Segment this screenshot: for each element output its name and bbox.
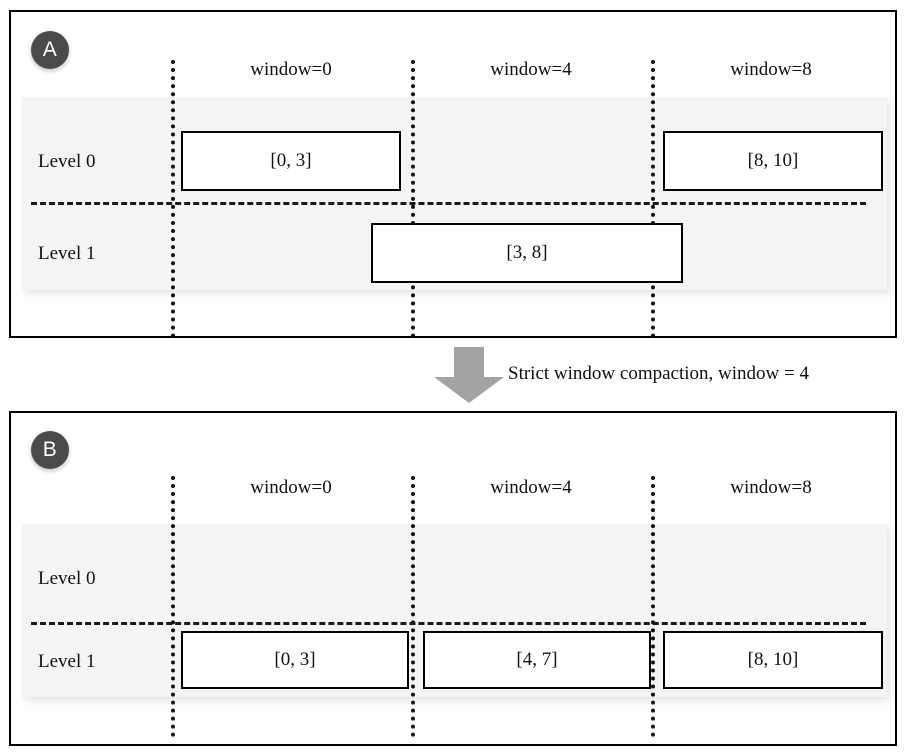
window-separator-0	[171, 476, 175, 737]
panel-b-badge: B	[31, 431, 69, 469]
panel-a-window-header-1: window=4	[490, 59, 572, 80]
panel-a-window-header-0: window=0	[250, 59, 332, 80]
panel-b-window-header-1: window=4	[490, 477, 572, 498]
transition-row: Strict window compaction, window = 4	[0, 338, 906, 411]
window-separator-2	[651, 476, 655, 737]
panel-a-window-header-2: window=8	[730, 59, 812, 80]
panel-a-interval-box-level1-span: [3, 8]	[371, 223, 683, 283]
panel-b-interval-box-level1-win8: [8, 10]	[663, 631, 883, 689]
panel-a-interval-box-level0-win0: [0, 3]	[181, 131, 401, 191]
panel-b-window-header-2: window=8	[730, 477, 812, 498]
panel-a-interval-box-level0-win8: [8, 10]	[663, 131, 883, 191]
window-separator-2	[651, 60, 655, 338]
panel-b-level-divider	[31, 622, 866, 625]
panel-a-level-divider	[31, 202, 866, 205]
panel-b-level-label-0: Level 0	[38, 568, 96, 589]
down-arrow-icon	[434, 347, 504, 403]
window-separator-0	[171, 60, 175, 338]
window-separator-1	[411, 476, 415, 737]
panel-a-level-label-1: Level 1	[38, 243, 96, 264]
panel-a-level-label-0: Level 0	[38, 151, 96, 172]
panel-b-window-header-0: window=0	[250, 477, 332, 498]
panel-b: B window=0 window=4 window=8 Level 0 Lev…	[9, 411, 897, 746]
panel-a-badge: A	[31, 31, 69, 69]
window-separator-1	[411, 60, 415, 338]
panel-b-interval-box-level1-win4: [4, 7]	[423, 631, 651, 689]
panel-b-level-label-1: Level 1	[38, 651, 96, 672]
panel-a: A window=0 window=4 window=8 Level 0 Lev…	[9, 10, 897, 338]
panel-b-interval-box-level1-win0: [0, 3]	[181, 631, 409, 689]
transition-caption: Strict window compaction, window = 4	[508, 363, 809, 384]
